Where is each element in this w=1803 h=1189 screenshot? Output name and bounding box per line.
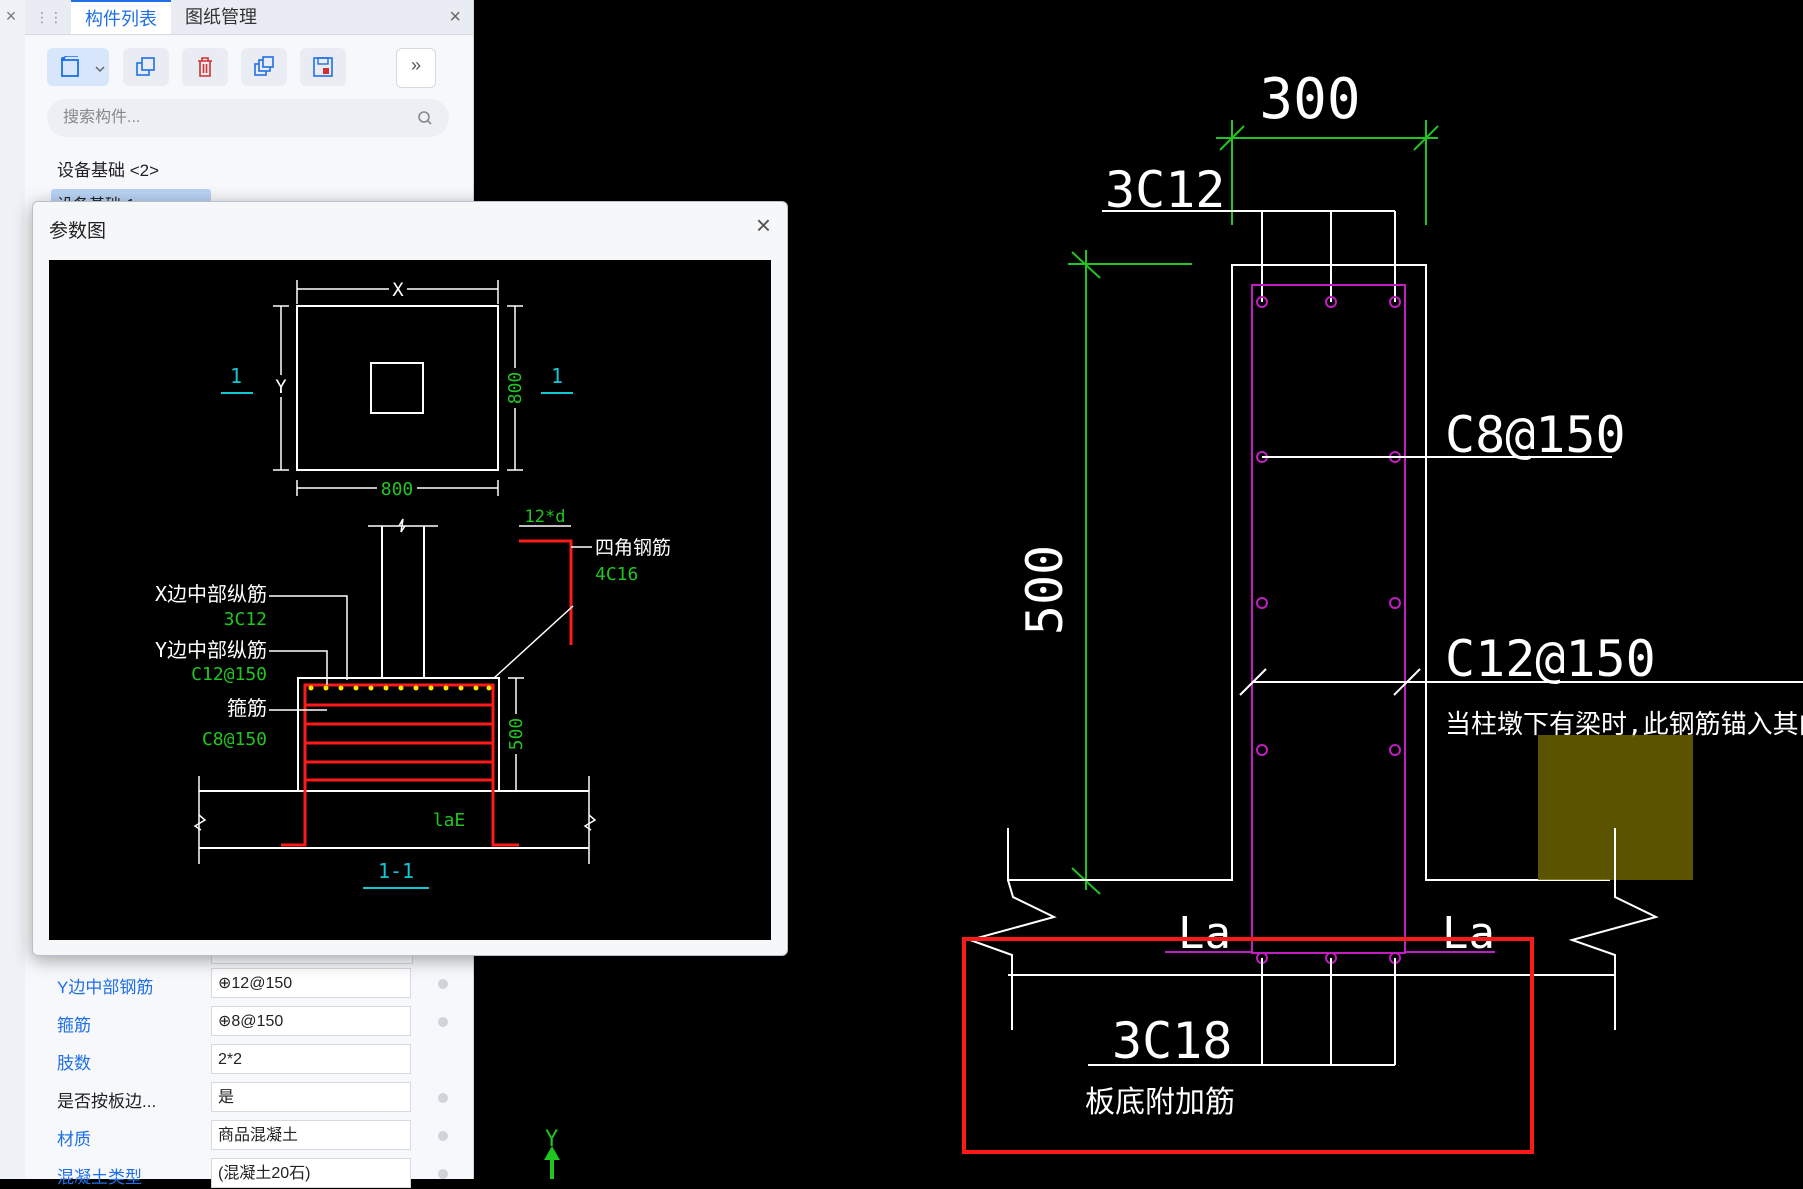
- property-value-leg-count[interactable]: 2*2: [211, 1044, 411, 1074]
- cad-top-bar-label: 3C12: [1105, 161, 1225, 219]
- x-mid-rebar-label: X边中部纵筋: [155, 582, 267, 606]
- group-label: 设备基础 <2>: [57, 161, 160, 180]
- copy-button[interactable]: [123, 48, 169, 86]
- search-placeholder: 搜索构件...: [63, 109, 141, 126]
- delete-icon: [198, 57, 212, 77]
- cad-width-dimension: 300: [1259, 67, 1360, 132]
- dialog-title: 参数图: [49, 221, 107, 242]
- section-mark-right: 1: [551, 364, 563, 388]
- property-name-leg-count: 肢数: [57, 1054, 91, 1073]
- cad-drawing-canvas[interactable]: 300 3C12 500 C8@150 C12@150 当柱墩下有梁时,此钢筋锚…: [474, 0, 1803, 1179]
- y-mid-rebar-label: Y边中部纵筋: [155, 638, 267, 662]
- tab-drawing-management[interactable]: 图纸管理: [185, 7, 257, 27]
- search-icon[interactable]: [417, 110, 433, 126]
- property-toggle-dot[interactable]: [438, 1093, 448, 1103]
- section-mark-left: 1: [230, 364, 242, 388]
- property-name-concrete-type: 混凝土类型: [57, 1168, 142, 1187]
- tab-component-list[interactable]: 构件列表: [71, 0, 171, 34]
- cad-stirrup-label: C8@150: [1445, 406, 1626, 464]
- y-mid-rebar-value: C12@150: [191, 664, 267, 685]
- property-toggle-dot[interactable]: [438, 1017, 448, 1027]
- property-toggle-dot[interactable]: [438, 1169, 448, 1179]
- cad-la-right-label: La: [1442, 908, 1495, 959]
- cad-la-left-label: La: [1178, 908, 1231, 959]
- copy-icon: [136, 57, 155, 76]
- parameter-diagram-canvas: X Y 800 800 1 1: [49, 260, 771, 940]
- plan-x-label: X: [392, 279, 404, 301]
- panel-tab-bar: ⋮⋮ 构件列表 图纸管理 ×: [25, 0, 473, 35]
- dropdown-arrow-icon[interactable]: [95, 64, 105, 74]
- stirrup-value: C8@150: [202, 729, 267, 750]
- new-component-icon: [61, 56, 79, 77]
- new-component-button[interactable]: [47, 48, 109, 86]
- property-toggle-dot[interactable]: [438, 1131, 448, 1141]
- stirrup-label: 箍筋: [227, 696, 267, 720]
- save-floor-icon: [313, 57, 333, 77]
- property-name-material: 材质: [57, 1130, 91, 1149]
- more-tools-button[interactable]: »: [396, 48, 436, 88]
- property-value-by-slab-edge[interactable]: 是: [211, 1082, 411, 1112]
- cad-rebar-dots: [1256, 296, 1401, 964]
- dialog-close-icon[interactable]: ×: [755, 210, 771, 240]
- property-value-stirrup[interactable]: ⊕8@150: [211, 1006, 411, 1036]
- property-name-y-mid-rebar: Y边中部钢筋: [57, 978, 154, 997]
- section-title: 1-1: [378, 859, 414, 883]
- delete-button[interactable]: [182, 48, 228, 86]
- plan-height-dim: 800: [505, 372, 526, 405]
- drag-handle-icon[interactable]: ⋮⋮: [35, 9, 63, 25]
- plan-width-dim: 800: [381, 479, 414, 500]
- red-annotation-box: [962, 937, 1534, 1154]
- property-toggle-dot[interactable]: [438, 979, 448, 989]
- corner-rebar-label: 四角钢筋: [595, 537, 671, 559]
- close-icon[interactable]: ×: [5, 6, 17, 26]
- cad-height-dimension: 500: [1016, 545, 1074, 635]
- left-side-strip: ×: [0, 0, 26, 1179]
- property-value-material[interactable]: 商品混凝土: [211, 1120, 411, 1150]
- property-row-hidden: [211, 953, 413, 964]
- hook-length-label: 12*d: [525, 507, 566, 527]
- parameter-diagram-dialog: 参数图 × X Y 800 800 1 1: [32, 201, 788, 956]
- property-name-by-slab-edge: 是否按板边...: [57, 1092, 157, 1111]
- section-depth-dim: 500: [506, 718, 527, 751]
- plan-y-label: Y: [275, 376, 287, 398]
- more-icon: »: [410, 55, 421, 75]
- duplicate-icon: [254, 56, 274, 76]
- duplicate-button[interactable]: [241, 48, 287, 86]
- property-value-y-mid-rebar[interactable]: ⊕12@150: [211, 968, 411, 998]
- search-input[interactable]: 搜索构件...: [47, 99, 449, 137]
- section-top-rebar-dots: [308, 685, 492, 691]
- property-value-concrete-type[interactable]: (混凝土20石): [211, 1158, 411, 1188]
- panel-close-icon[interactable]: ×: [449, 6, 461, 28]
- plan-outline: [296, 305, 499, 471]
- property-name-stirrup: 箍筋: [57, 1016, 91, 1035]
- x-mid-rebar-value: 3C12: [224, 609, 267, 630]
- cad-bottom-bar-label: 3C18: [1112, 1012, 1232, 1070]
- y-axis-label: Y: [545, 1127, 558, 1152]
- cad-bottom-note: 板底附加筋: [1085, 1085, 1235, 1120]
- corner-rebar-value: 4C16: [595, 564, 638, 585]
- cad-side-bar-label: C12@150: [1445, 630, 1656, 688]
- save-floor-button[interactable]: [300, 48, 346, 86]
- anchor-length-label: laE: [433, 810, 466, 831]
